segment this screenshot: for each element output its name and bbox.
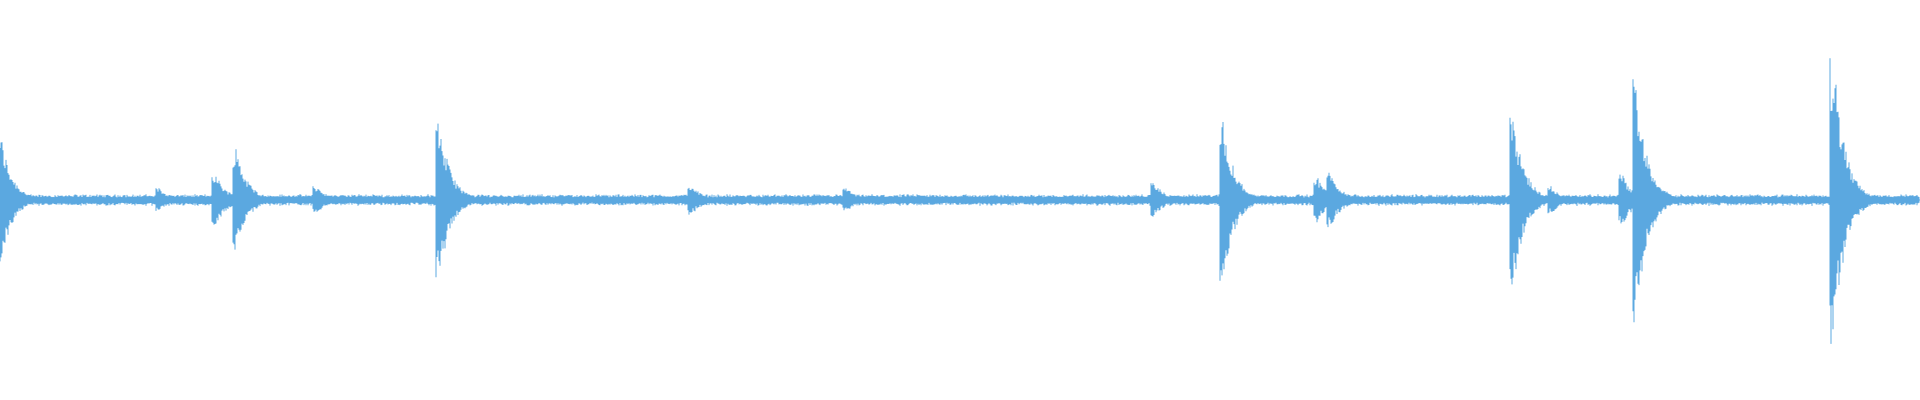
waveform-signal bbox=[0, 58, 1920, 344]
